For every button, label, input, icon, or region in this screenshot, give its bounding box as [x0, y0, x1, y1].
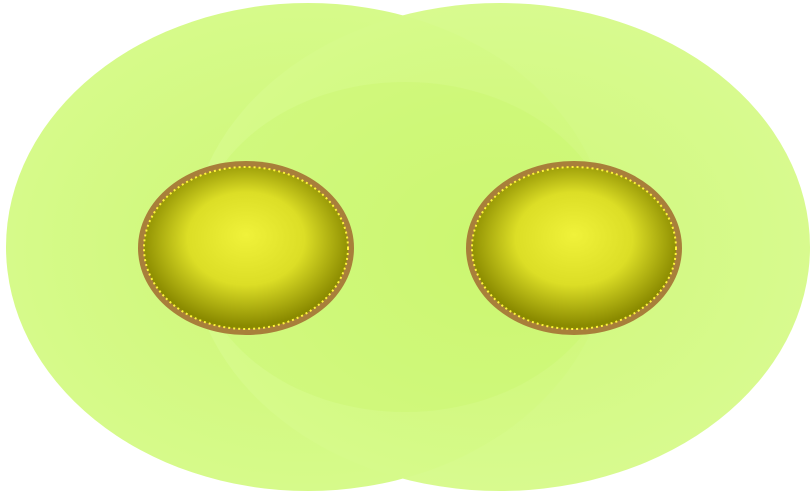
left-core [138, 161, 354, 335]
right-core [466, 161, 682, 335]
